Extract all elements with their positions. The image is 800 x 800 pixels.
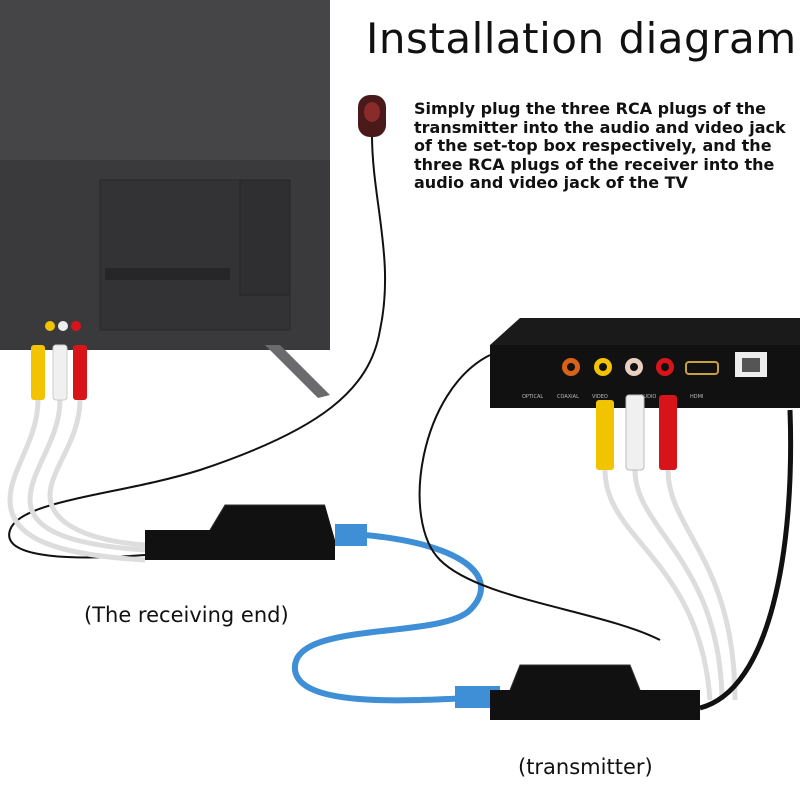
rj45-connector-tx (455, 686, 500, 708)
transmitter-device (490, 664, 700, 720)
set-top-box: OPTICAL COAXIAL VIDEO AUDIO HDMI (490, 318, 800, 408)
receiver-device (145, 504, 335, 560)
network-cable (291, 532, 491, 704)
tv-back (0, 0, 330, 398)
port-label-video: VIDEO (592, 394, 608, 400)
receiver-rca-plugs (7, 344, 146, 563)
transmitter-label: (transmitter) (518, 755, 653, 779)
port-label-audio: AUDIO (640, 394, 656, 400)
receiving-end-label: (The receiving end) (84, 603, 289, 627)
rj45-connector-rx (335, 524, 367, 546)
port-label-coaxial: COAXIAL (557, 394, 579, 400)
port-label-optical: OPTICAL (522, 394, 543, 400)
installation-description: Simply plug the three RCA plugs of the t… (414, 99, 786, 192)
page-title: Installation diagram (366, 14, 797, 63)
transmitter-rca-plugs (418, 354, 794, 711)
ir-sensor (8, 95, 387, 559)
port-label-hdmi: HDMI (690, 394, 703, 400)
